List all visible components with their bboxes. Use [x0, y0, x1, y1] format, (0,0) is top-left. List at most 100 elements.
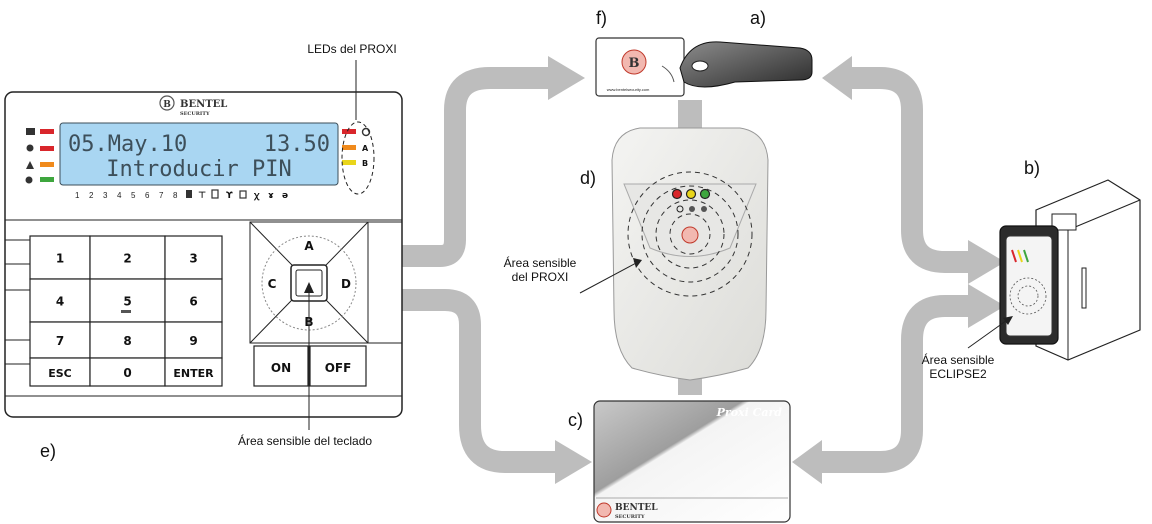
- off-button[interactable]: OFF: [309, 345, 367, 387]
- key-frame: [29, 357, 91, 387]
- proxi-window: [623, 183, 757, 257]
- key-label: ENTER: [173, 367, 214, 380]
- key-button[interactable]: ENTER: [164, 357, 223, 387]
- proxi-user-icon: [701, 206, 707, 212]
- arrow-card-to-eclipse: [820, 295, 970, 473]
- led-right-2: [342, 145, 356, 150]
- zone-number: 4: [117, 191, 122, 200]
- lcd-date: 05.May.10: [68, 132, 187, 157]
- proxi-ring-4: [627, 171, 753, 297]
- off-button-frame: [309, 345, 367, 387]
- house-icon: [239, 190, 247, 199]
- numeric-keys: [5, 239, 30, 365]
- proxi-led-green: [699, 188, 711, 200]
- phone-icon: [186, 190, 192, 198]
- left-status-leds: [25, 128, 54, 184]
- eclipse-top-slot: [1051, 213, 1077, 231]
- tool-icon: ꭓ: [253, 191, 260, 201]
- label-e: e): [40, 441, 56, 461]
- label-b: b): [1024, 158, 1040, 178]
- eclipse-led-green: [1023, 249, 1029, 263]
- key-frame: [164, 278, 223, 323]
- key-button[interactable]: 8: [89, 321, 166, 359]
- proxi-led-yellow: [685, 188, 697, 200]
- eclipse-side-slot: [1081, 267, 1087, 309]
- lcd-message: Introducir PIN: [106, 157, 291, 182]
- nav-up-button[interactable]: A: [304, 239, 314, 253]
- eclipse-sensitive-area: [1009, 277, 1047, 315]
- key-label: ESC: [48, 367, 72, 380]
- power-icon: ə: [282, 191, 288, 201]
- key-fob-hole: [691, 60, 709, 72]
- key-label: 7: [56, 334, 64, 348]
- key-button[interactable]: 1: [29, 235, 91, 280]
- nav-right-button[interactable]: D: [341, 277, 351, 291]
- label-proxi-area-2: del PROXI: [512, 270, 569, 284]
- zone-number: 8: [173, 191, 178, 200]
- label-proxi-area-1: Área sensible: [504, 255, 577, 270]
- key-frame: [89, 278, 166, 323]
- proxi-reader: [579, 127, 769, 381]
- tag-card-url: www.bentelsecurity.com: [607, 87, 650, 92]
- key-frame: [89, 321, 166, 359]
- nav-left-button[interactable]: C: [268, 277, 277, 291]
- eclipse2-reader: [967, 179, 1141, 361]
- arrow-tag-to-eclipse: [850, 67, 970, 273]
- key-button[interactable]: 9: [164, 321, 223, 359]
- zone-number: 2: [89, 191, 94, 200]
- eclipse-area-arrowhead: [1003, 316, 1013, 325]
- key-button[interactable]: ESC: [29, 357, 91, 387]
- user-icon: [25, 176, 33, 184]
- key-label: 0: [123, 366, 131, 380]
- on-button[interactable]: ON: [253, 345, 309, 387]
- function-icons: ⊤ ϒ ꭓ ɤ ə: [186, 189, 288, 201]
- key-button[interactable]: 2: [89, 235, 166, 280]
- key-button[interactable]: 6: [164, 278, 223, 323]
- key-label: 2: [123, 252, 131, 266]
- proxi-ring-2: [655, 199, 725, 269]
- keypad-brand-sub: SECURITY: [180, 111, 210, 117]
- nav-label-up: A: [304, 239, 314, 253]
- proxi-logo-icon: [681, 226, 699, 244]
- label-eclipse-area-2: ECLIPSE2: [929, 367, 987, 381]
- key-label: 4: [56, 295, 64, 309]
- keypad-brand-logo: B BENTEL SECURITY: [159, 95, 227, 117]
- zone-number: 1: [75, 191, 80, 200]
- arrow-head-tag: [548, 56, 585, 100]
- key-label: 1: [56, 252, 64, 266]
- zone-number: 7: [159, 191, 164, 200]
- proxi-ring-3: [641, 185, 739, 283]
- key-fob: [679, 41, 813, 88]
- right-status-leds: A B: [341, 121, 375, 195]
- proxi-card-brand-sub: SECURITY: [615, 514, 645, 520]
- zone-number: 5: [131, 191, 136, 200]
- key-button[interactable]: 3: [164, 235, 223, 280]
- lcd-display: [59, 122, 339, 186]
- tag-card: B www.bentelsecurity.com: [595, 37, 685, 97]
- proxi-area-arrowhead: [633, 258, 642, 268]
- led-left-4: [40, 177, 54, 182]
- key-button[interactable]: 5: [89, 278, 166, 323]
- key-button[interactable]: 7: [29, 321, 91, 359]
- bentel-logo-icon: [621, 49, 647, 75]
- proxi-card-brand: BENTEL: [615, 503, 658, 513]
- zone-number: 3: [103, 191, 108, 200]
- key-button[interactable]: 4: [29, 278, 91, 323]
- proxi-sensitive-area: [627, 171, 753, 297]
- label-d: d): [580, 168, 596, 188]
- proxi-bell-icon: [689, 206, 695, 212]
- proxi-eye-icon: [676, 205, 684, 213]
- led-right-label-b: B: [362, 159, 368, 168]
- wrench-icon: ϒ: [226, 191, 233, 201]
- led-right-1: [342, 129, 356, 134]
- arrow-head-card-right: [792, 440, 822, 484]
- led-left-1: [40, 129, 54, 134]
- led-left-3: [40, 162, 54, 167]
- key-button[interactable]: 0: [89, 357, 166, 387]
- eclipse-led-yellow: [1017, 249, 1023, 263]
- led-left-2: [40, 146, 54, 151]
- eclipse-front: [1005, 235, 1053, 337]
- key-label: 3: [189, 252, 197, 266]
- warning-icon: [26, 161, 34, 169]
